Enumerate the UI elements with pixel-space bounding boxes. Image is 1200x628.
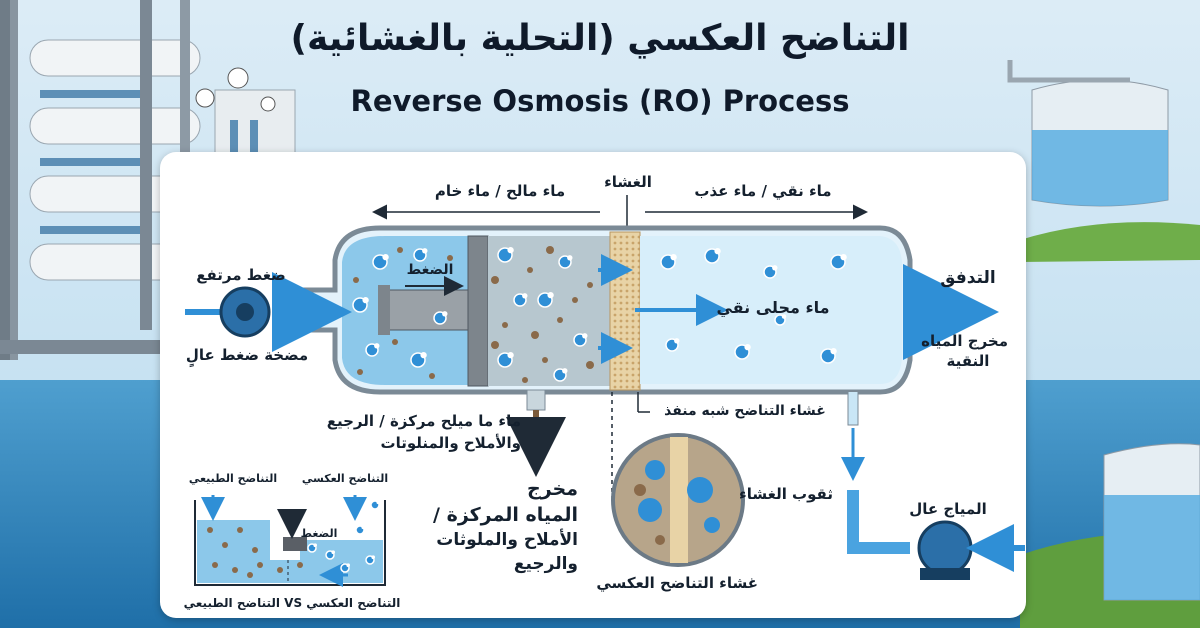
comparison-label: التناضح العكسي VS التناضح الطبيعي — [183, 596, 401, 610]
hydrogen-atom — [582, 333, 588, 339]
salt-particle — [502, 322, 508, 328]
salt-particle — [542, 357, 548, 363]
pure-solution-label: ماء محلى نقي — [716, 298, 830, 317]
hydrogen-atom — [442, 311, 448, 317]
hydrogen-atom — [361, 525, 366, 529]
hydrogen-atom — [422, 248, 428, 254]
pure-outlet-label-2: النقية — [946, 352, 990, 370]
pure-water-label: ماء نقي / ماء عذب — [694, 182, 832, 200]
hydrogen-atom — [376, 500, 381, 505]
hp-pump-label: مضخة ضغط عالٍ — [185, 346, 309, 364]
salt-particle — [247, 572, 253, 578]
salt-particle — [587, 282, 593, 288]
hydrogen-atom — [507, 351, 514, 359]
salt-particle — [546, 246, 554, 254]
high-water-label: المياج عال — [909, 500, 987, 518]
concentrate-label-3: الأملاح والملوثات — [436, 530, 578, 550]
hydrogen-atom — [714, 247, 721, 255]
hydrogen-atom — [670, 253, 677, 261]
hydrogen-atom — [547, 291, 554, 299]
hydrogen-atom — [772, 265, 778, 271]
salt-particle — [212, 562, 218, 568]
salt-particle — [572, 297, 578, 303]
salt-particle — [353, 277, 359, 283]
hydrogen-atom — [371, 555, 376, 559]
ro-membrane-label: غشاء التناضح العكسي — [596, 574, 758, 592]
piston-plate — [467, 235, 489, 387]
salt-particle — [257, 562, 263, 568]
raw-water-label: ماء مالح / ماء خام — [434, 182, 566, 200]
hydrogen-atom — [313, 543, 318, 547]
hydrogen-atom — [744, 343, 751, 351]
salt-particle — [357, 369, 363, 375]
inset-pressure-label: الضغط — [300, 527, 338, 540]
molecule-group — [207, 246, 847, 578]
hydrogen-atom — [382, 253, 389, 261]
hydrogen-atom — [562, 368, 568, 374]
hydrogen-atom — [840, 253, 847, 261]
salt-particle — [277, 567, 283, 573]
hydrogen-atom — [420, 351, 427, 359]
pressure-label: الضغط — [406, 262, 454, 278]
salt-particle — [586, 361, 594, 369]
hydrogen-atom — [362, 296, 369, 304]
salt-particle — [527, 267, 533, 273]
hydrogen-atom — [374, 343, 380, 349]
concentrate-label-4: والرجيع — [513, 554, 578, 574]
page-subtitle: Reverse Osmosis (RO) Process — [350, 84, 850, 118]
concentrate-label-1: مخرج — [527, 478, 578, 500]
hydrogen-atom — [674, 338, 680, 344]
salt-particle — [522, 377, 528, 383]
brine-label-2: والأملاح والمنلوتات — [380, 434, 522, 452]
hydrogen-atom — [346, 563, 351, 567]
hydrogen-atom — [781, 314, 787, 319]
salt-particle — [252, 547, 258, 553]
salt-particle — [491, 341, 499, 349]
salt-particle — [232, 567, 238, 573]
salt-particle — [237, 527, 243, 533]
membrane-label: الغشاء — [604, 173, 652, 191]
salt-particle — [491, 276, 499, 284]
salt-particle — [447, 255, 453, 261]
salt-particle — [297, 562, 303, 568]
membrane-pores-label: ثقوب الغشاء — [739, 485, 833, 503]
page-title: التناضح العكسي (التحلية بالغشائية) — [290, 18, 910, 59]
hydrogen-atom — [522, 293, 528, 299]
semi-membrane-label: غشاء التناضح شبه منفذ — [664, 403, 826, 419]
hydrogen-atom — [331, 550, 336, 554]
water-tank-icon — [1007, 60, 1200, 601]
salt-particle — [531, 331, 539, 339]
salt-particle — [397, 247, 403, 253]
natural-osmosis-label: التناضح الطبيعي — [188, 472, 278, 485]
brine-label-1: ماء ما ميلح مركزة / الرجيع — [326, 412, 521, 430]
high-pressure-label: ضغط مرتفع — [196, 266, 286, 284]
pressure-gauge-icon — [227, 67, 249, 89]
hydrogen-atom — [567, 255, 573, 261]
flow-label: التدفق — [940, 268, 996, 288]
hydrogen-atom — [830, 347, 837, 355]
salt-particle — [429, 373, 435, 379]
pure-outlet-label-1: مخرج المياه — [921, 332, 1008, 350]
salt-particle — [392, 339, 398, 345]
concentrate-label-2: المياه المركزة / — [433, 504, 578, 526]
salt-particle — [222, 542, 228, 548]
hydrogen-atom — [507, 246, 514, 254]
reverse-osmosis-label: التناضح العكسي — [301, 472, 389, 485]
osmosis-comparison-inset — [194, 495, 386, 587]
salt-particle — [207, 527, 213, 533]
salt-particle — [557, 317, 563, 323]
